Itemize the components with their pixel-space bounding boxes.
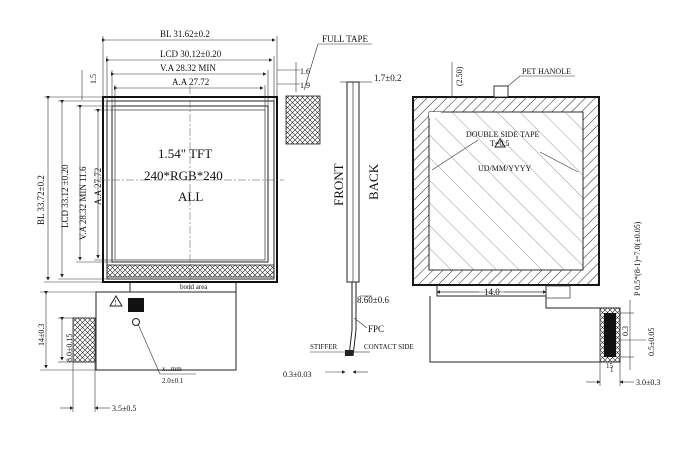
side-view: FULL TAPE 1.7±0.2 FRONT BACK 8.60±0.6 FP… [283,34,414,379]
tape-thickness: T=0.5 [490,139,509,148]
bond-strip [106,264,275,278]
svg-text:!: ! [115,299,117,307]
dim-right-2: 1.9 [300,81,310,90]
pet-handle-label: PET HANOLE [522,67,571,76]
back-dim-top: (2.50) [455,66,464,86]
stiffer-thickness: 0.3±0.03 [283,370,311,379]
dim-aa-width: A.A 27.72 [172,77,209,87]
dim-0-3: 0.3 [621,326,630,336]
dim-lcd-width: LCD 30.12±0.20 [160,49,222,59]
back-label: BACK [366,163,381,200]
front-label: FRONT [331,163,346,206]
chip-component [128,298,144,312]
pin-15: 15 [606,362,614,370]
center-all: ALL [178,189,203,204]
note-2: 2.0±0.1 [162,377,184,385]
full-tape-block [285,95,321,145]
pet-handle [493,85,509,98]
pitch-dim: P 0.5*(8-1)=7.0(±0.05) [633,221,642,296]
full-tape-label: FULL TAPE [322,34,369,44]
dim-fpc-width: 3.5±0.5 [112,404,136,413]
date-code: UD/MM/YYYY [478,164,532,173]
center-title: 1.54" TFT [158,146,212,161]
pin-1: 1 [610,366,614,374]
bond-area-label: bond area [180,283,208,291]
mark-circle-icon [132,318,140,326]
stiffer-label: STIFFER [310,343,338,351]
center-res: 240*RGB*240 [144,168,223,183]
front-view: bond area ! x...mm 2.0±0.1 BL 31.62±0.2 … [36,29,310,413]
fpc-contacts [72,317,96,363]
back-view: PET HANOLE (2.50) DOUBLE SIDE TAPE T=0.5… [412,62,660,387]
dim-0-5: 0.5±0.05 [647,328,656,356]
back-window [428,111,584,271]
tape-label: DOUBLE SIDE TAPE [466,130,540,139]
side-thickness: 1.7±0.2 [374,73,401,83]
dim-lcd-height: LCD 33.12 ±0.20 [60,164,70,228]
fpc-label: FPC [368,324,384,334]
dim-right-1: 1.6 [300,67,310,76]
fpc-tail [95,291,237,371]
dim-bl-width: BL 31.62±0.2 [160,29,210,39]
dim-aa-height: A.A 27.72 [93,168,103,205]
dim-3-0: 3.0±0.3 [636,378,660,387]
contact-label: CONTACT SIDE [364,343,414,351]
dim-fpc-len: 14±0.3 [37,324,46,346]
dim-14: 14.0 [484,287,500,297]
back-fpc-tail [429,296,621,363]
dim-va-width: V.A 28.32 MIN [160,63,216,73]
warning-icon [109,295,123,307]
side-fpc [348,282,353,357]
back-warning-icon [494,138,506,148]
side-dim-bottom: 8.60±0.6 [357,295,389,305]
note-1: x...mm [162,365,182,373]
lcd-outline [106,100,275,280]
dim-top-gap: 1.5 [89,74,98,84]
dim-bl-height: BL 33.72±0.2 [36,175,46,225]
dim-va-height: V.A 28.32 MIN 11.6 [78,166,88,240]
dim-fpc-sub: 8.0±0.15 [65,334,74,362]
